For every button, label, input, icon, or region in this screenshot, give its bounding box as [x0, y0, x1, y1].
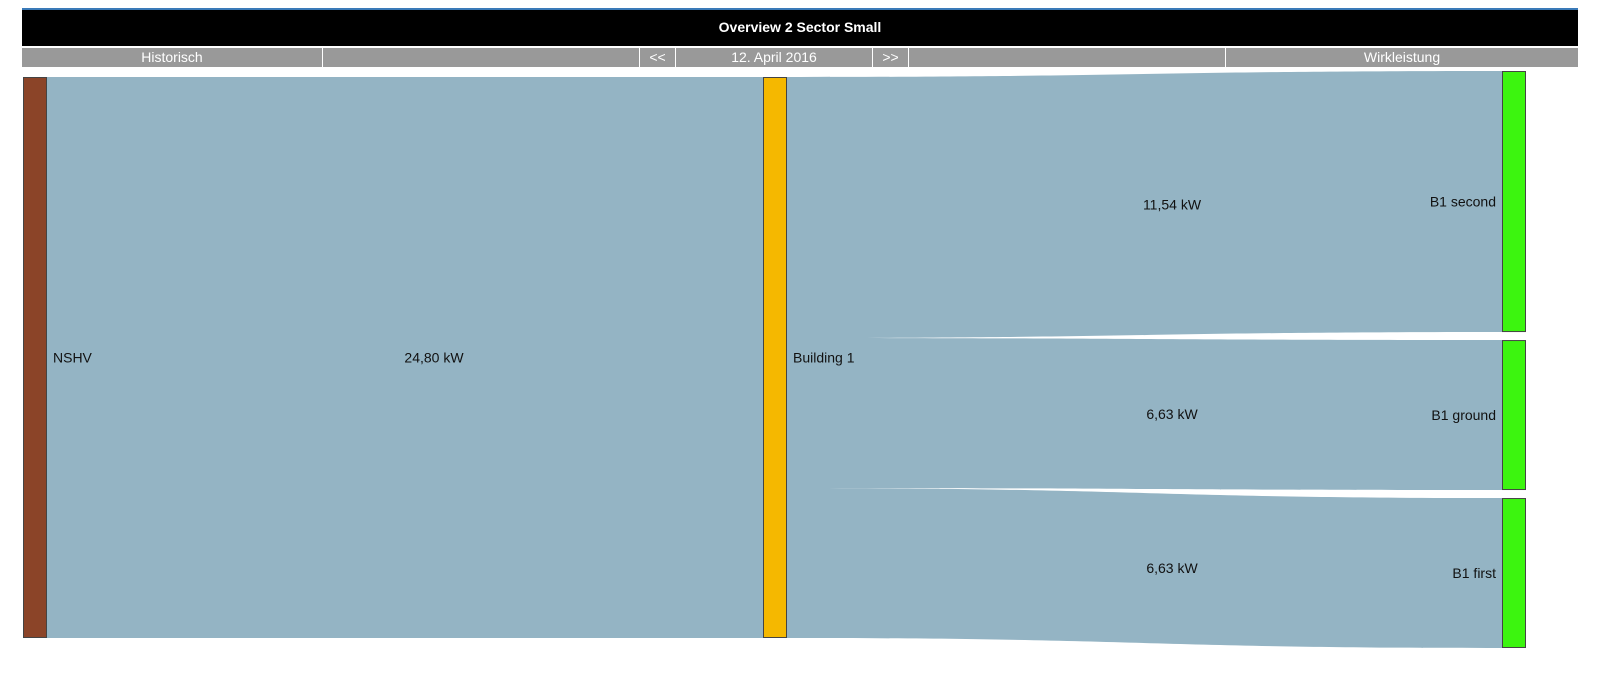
sankey-link-b1_second — [787, 71, 1502, 339]
sankey-link-value-b1_first: 6,63 kW — [1146, 560, 1198, 576]
measure-selector[interactable]: Wirkleistung — [1363, 49, 1441, 65]
header-accent-line — [22, 8, 1578, 10]
next-day-button[interactable]: >> — [873, 48, 909, 67]
date-display[interactable]: 12. April 2016 — [676, 48, 873, 67]
sankey-link-b1 — [47, 77, 763, 638]
sankey-nodes — [23, 71, 1526, 648]
sankey-node-nshv — [23, 77, 47, 638]
sankey-node-label-b1_ground: B1 ground — [1431, 407, 1496, 423]
sankey-node-b1_first — [1502, 498, 1526, 648]
sankey-link-value-b1: 24,80 kW — [404, 350, 464, 366]
historical-button[interactable]: Historisch — [22, 48, 323, 67]
sankey-node-label-b1_first: B1 first — [1452, 565, 1496, 581]
sankey-node-b1_second — [1502, 71, 1526, 333]
nav-bar: Historisch << 12. April 2016 >> Wirkleis… — [22, 48, 1578, 67]
sankey-node-label-b1_second: B1 second — [1430, 194, 1496, 210]
prev-day-button[interactable]: << — [640, 48, 676, 67]
page-title: Overview 2 Sector Small — [22, 10, 1578, 46]
nav-spacer-left — [323, 48, 640, 67]
sankey-link-b1_first — [787, 488, 1502, 648]
sankey-node-label-nshv: NSHV — [53, 350, 93, 366]
sankey-node-b1_ground — [1502, 340, 1526, 491]
sankey-link-value-b1_ground: 6,63 kW — [1146, 406, 1198, 422]
sankey-link-value-b1_second: 11,54 kW — [1143, 197, 1202, 213]
sankey-labels: 24,80 kW 11,54 kW 6,63 kW 6,63 kW NSHV Buildi… — [53, 194, 1496, 581]
sankey-node-label-b1: Building 1 — [793, 350, 855, 366]
sankey-node-b1 — [763, 77, 787, 638]
sankey-link-b1_ground — [787, 338, 1502, 491]
nav-spacer-right — [909, 48, 1226, 67]
sankey-links — [47, 71, 1502, 648]
